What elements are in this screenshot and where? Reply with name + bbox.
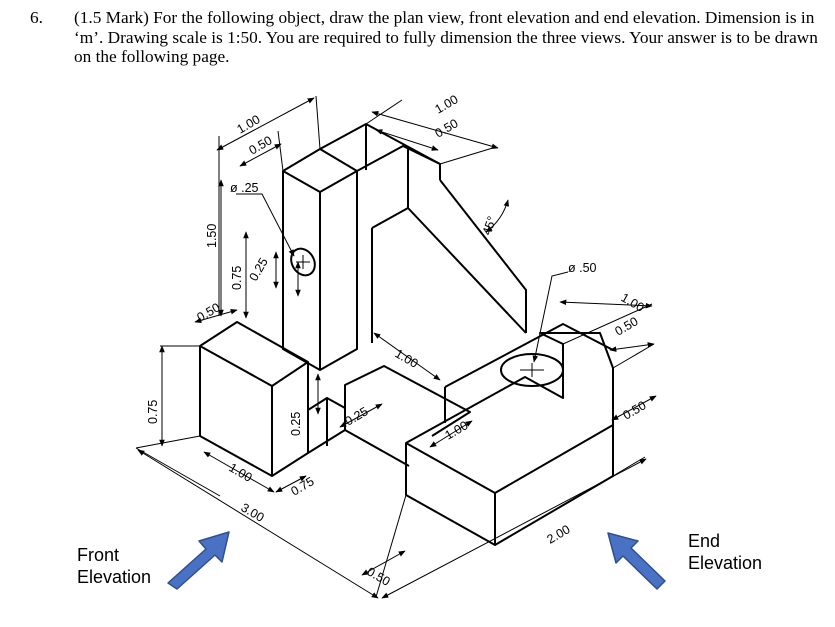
dim-hole-small: ø .25: [230, 181, 259, 195]
dim-slot-100: 1.00: [443, 418, 471, 442]
front-label-line2: Elevation: [77, 567, 152, 587]
dim-h075-outer: 0.75: [146, 400, 160, 424]
question-number: 6.: [30, 8, 43, 27]
dim-hole-large: ø .50: [568, 261, 597, 275]
end-elevation-label: End Elevation: [688, 530, 762, 574]
dim-h150: 1.50: [205, 224, 219, 248]
dim-top-left-050: 0.50: [247, 133, 275, 157]
dimension-texts: 1.00 0.50 1.00 0.50 ø .25 ø .50 45° 1.50…: [146, 92, 649, 589]
dim-h075-left: 0.75: [230, 266, 244, 290]
dim-mid-025: 0.25: [343, 404, 371, 428]
dim-left-050: 0.50: [195, 300, 223, 324]
dim-mid-100: 1.00: [393, 346, 421, 370]
dim-right-050a: 0.50: [613, 314, 641, 338]
dim-top-right-100: 1.00: [433, 92, 461, 116]
object-outline: [199, 123, 614, 546]
dim-front-050: 0.50: [365, 564, 393, 588]
dim-top-right-050: 0.50: [433, 116, 461, 140]
dim-right-200: 2.00: [545, 522, 573, 546]
dim-h025-slot: 0.25: [289, 412, 303, 436]
end-label-line1: End: [688, 531, 721, 551]
dim-front-075: 0.75: [289, 474, 317, 498]
front-label-line1: Front: [77, 545, 120, 565]
question-text: (1.5 Mark) For the following object, dra…: [74, 8, 818, 66]
end-view-arrow-icon: [607, 532, 666, 590]
dim-right-100: 1.00: [619, 290, 647, 314]
dim-angle: 45°: [480, 214, 500, 237]
dimension-lines: [135, 95, 657, 599]
front-elevation-label: Front Elevation: [77, 544, 151, 588]
dim-h025-block: 0.25: [246, 255, 270, 283]
end-label-line2: Elevation: [688, 553, 763, 573]
front-view-arrow-icon: [167, 531, 230, 590]
